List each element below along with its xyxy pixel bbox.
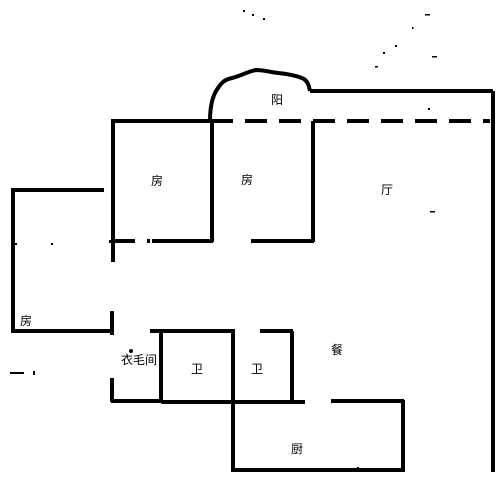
- label-dining: 餐: [331, 342, 343, 357]
- label-bathroom-1: 卫: [191, 362, 203, 376]
- label-balcony: 阳: [271, 93, 283, 107]
- label-cloakroom: 衣毛间: [121, 352, 157, 367]
- cloakroom-dot-marker: [129, 349, 133, 353]
- balcony-curve-wall: [208, 67, 312, 122]
- label-living-room: 厅: [381, 183, 393, 197]
- label-kitchen: 厨: [291, 442, 303, 456]
- label-bedroom-1: 房: [151, 173, 163, 188]
- label-bedroom-2: 房: [241, 172, 253, 187]
- label-bathroom-2: 卫: [251, 362, 263, 376]
- label-bedroom-left: 房: [20, 313, 32, 328]
